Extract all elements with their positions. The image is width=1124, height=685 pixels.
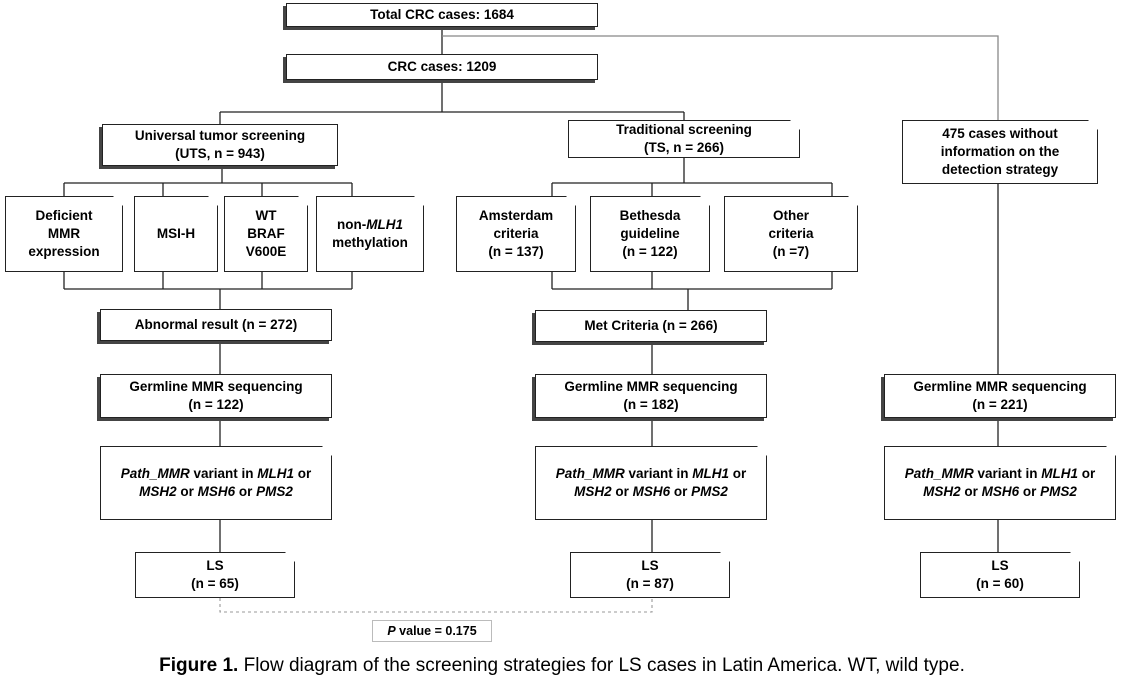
node-abnormal-result: Abnormal result (n = 272) [100, 309, 332, 341]
node-path-mmr-ts: Path_MMR variant in MLH1 or MSH2 or MSH6… [535, 446, 767, 520]
node-crc-cases: CRC cases: 1209 [286, 54, 598, 80]
p-value-label: P value = 0.175 [372, 620, 492, 642]
node-germline-noinfo: Germline MMR sequencing(n = 221) [884, 374, 1116, 418]
node-total-crc: Total CRC cases: 1684 [286, 3, 598, 27]
node-uts: Universal tumor screening(UTS, n = 943) [102, 124, 338, 166]
caption-text: Flow diagram of the screening strategies… [238, 655, 965, 676]
node-ls-uts: LS(n = 65) [135, 552, 295, 598]
node-germline-uts: Germline MMR sequencing(n = 122) [100, 374, 332, 418]
node-met-criteria: Met Criteria (n = 266) [535, 310, 767, 342]
node-path-mmr-uts: Path_MMR variant in MLH1 or MSH2 or MSH6… [100, 446, 332, 520]
figure-caption: Figure 1. Flow diagram of the screening … [0, 654, 1124, 678]
node-path-mmr-noinfo: Path_MMR variant in MLH1 or MSH2 or MSH6… [884, 446, 1116, 520]
node-ls-ts: LS(n = 87) [570, 552, 730, 598]
node-germline-ts: Germline MMR sequencing(n = 182) [535, 374, 767, 418]
node-ts: Traditional screening(TS, n = 266) [568, 120, 800, 158]
node-msi-h: MSI-H [134, 196, 218, 272]
caption-label: Figure 1. [159, 655, 239, 676]
node-ls-noinfo: LS(n = 60) [920, 552, 1080, 598]
